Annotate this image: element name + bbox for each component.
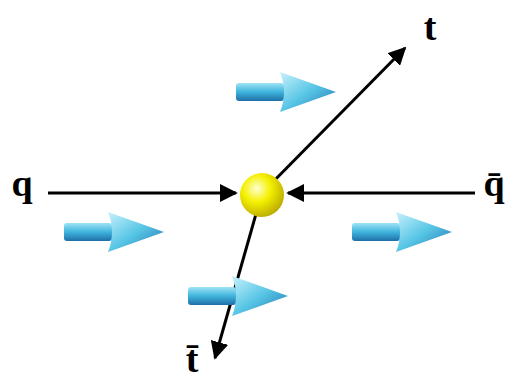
boost-arrow bbox=[64, 212, 164, 252]
boost-arrow bbox=[236, 72, 336, 112]
tbar-line bbox=[215, 193, 262, 358]
particle-label: t bbox=[424, 7, 437, 49]
q-line bbox=[48, 192, 236, 195]
boost-arrow bbox=[352, 212, 452, 252]
boost-arrow bbox=[188, 276, 288, 316]
t-line bbox=[262, 48, 405, 193]
vertex-ball bbox=[240, 173, 284, 217]
particle-label: q̄ bbox=[483, 163, 504, 205]
particle-label: q bbox=[11, 163, 32, 205]
qbar-line bbox=[288, 192, 475, 195]
particle-label: t̄ bbox=[186, 339, 199, 381]
